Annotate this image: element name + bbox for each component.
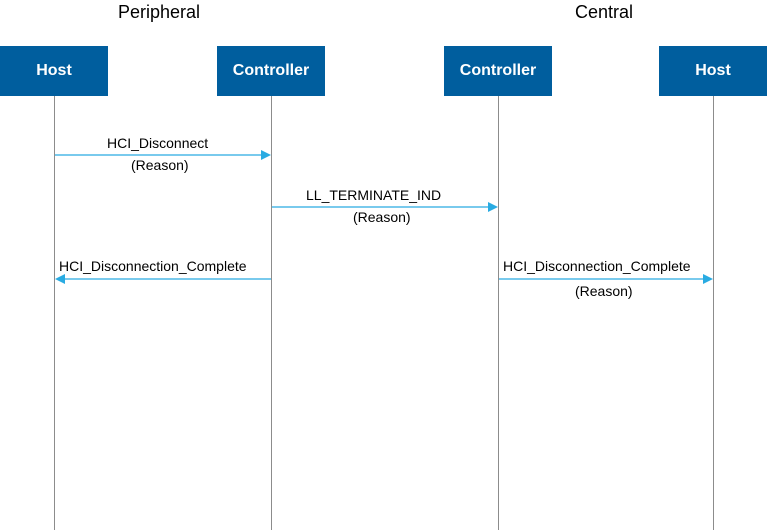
- lifeline-central-controller: [498, 96, 499, 530]
- message-sublabel-hci-disconnect: (Reason): [131, 157, 189, 173]
- message-label-hci-disconnection-complete-central: HCI_Disconnection_Complete: [503, 258, 691, 274]
- actor-central-host: Host: [659, 46, 767, 96]
- arrow-hci-disconnection-complete-peripheral: [55, 274, 271, 284]
- actor-peripheral-controller: Controller: [217, 46, 325, 96]
- lifeline-peripheral-controller: [271, 96, 272, 530]
- message-sublabel-ll-terminate-ind: (Reason): [353, 209, 411, 225]
- lifeline-peripheral-host: [54, 96, 55, 530]
- message-label-hci-disconnection-complete-peripheral: HCI_Disconnection_Complete: [59, 258, 247, 274]
- actor-central-controller: Controller: [444, 46, 552, 96]
- message-label-ll-terminate-ind: LL_TERMINATE_IND: [306, 187, 442, 203]
- message-label-hci-disconnect: HCI_Disconnect: [107, 135, 209, 151]
- lifeline-central-host: [713, 96, 714, 530]
- message-sublabel-hci-disconnection-complete-central: (Reason): [575, 283, 633, 299]
- peripheral-title: Peripheral: [118, 2, 201, 22]
- actor-peripheral-host: Host: [0, 46, 108, 96]
- central-title: Central: [575, 2, 634, 22]
